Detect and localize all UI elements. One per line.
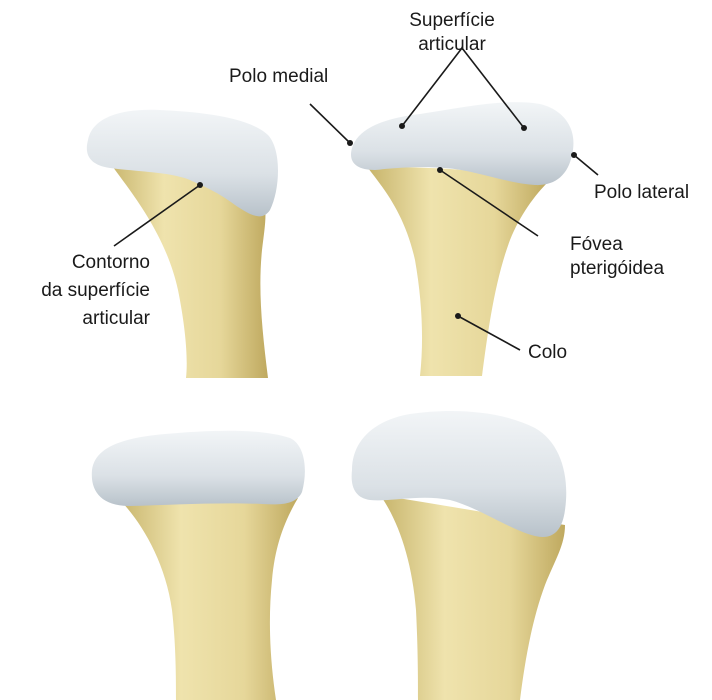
condyle-bottom-right xyxy=(352,411,567,700)
articular-cap-bottom-left xyxy=(92,431,305,506)
label-superficie-articular-2: articular xyxy=(418,34,486,55)
dot-polo-lateral xyxy=(571,152,577,158)
label-polo-lateral: Polo lateral xyxy=(594,182,689,203)
leader-polo-lateral xyxy=(574,155,598,175)
label-contorno-1: Contorno xyxy=(72,252,150,273)
label-contorno-2: da superfície xyxy=(41,280,150,301)
dot-contorno xyxy=(197,182,203,188)
condyle-bottom-left xyxy=(92,431,305,700)
condyle-top-right xyxy=(351,102,573,376)
condyle-top-left xyxy=(87,110,278,378)
label-superficie-articular-1: Superfície xyxy=(409,10,495,31)
dot-superficie-right xyxy=(521,125,527,131)
neck-top-right xyxy=(368,167,548,376)
label-contorno-3: articular xyxy=(82,308,150,329)
dot-polo-medial xyxy=(347,140,353,146)
neck-bottom-left xyxy=(118,498,298,700)
dot-superficie-left xyxy=(399,123,405,129)
label-colo: Colo xyxy=(528,342,567,363)
dot-fovea xyxy=(437,167,443,173)
label-polo-medial: Polo medial xyxy=(229,66,328,87)
leader-polo-medial xyxy=(310,104,350,143)
label-fovea-2: pterigóidea xyxy=(570,258,664,279)
dot-colo xyxy=(455,313,461,319)
label-fovea-1: Fóvea xyxy=(570,234,623,255)
